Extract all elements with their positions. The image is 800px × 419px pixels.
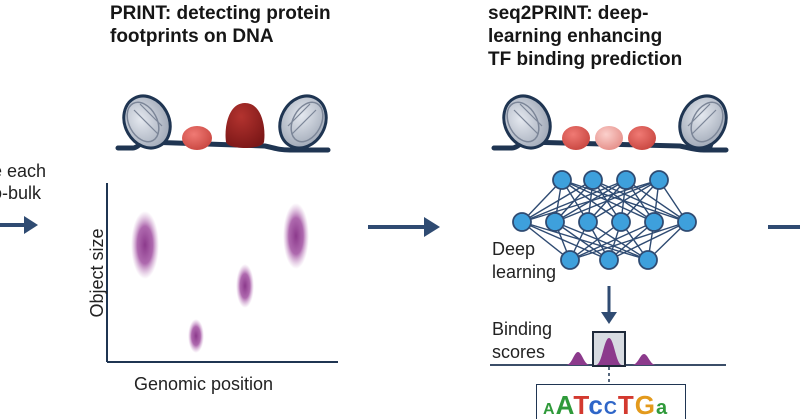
- network-node: [616, 170, 636, 190]
- seq2print-dna-illustration: [491, 94, 729, 153]
- tf-icon: [628, 126, 656, 150]
- network-node: [638, 250, 658, 270]
- tf-icon: [562, 126, 590, 150]
- footprint-blob: [236, 264, 254, 308]
- network-node: [578, 212, 598, 232]
- left-fragment-line2: o-bulk: [0, 183, 42, 203]
- print-title-line2: footprints on DNA: [110, 26, 274, 47]
- footprint-plot: [106, 183, 338, 363]
- y-axis-label: Object size: [87, 228, 107, 318]
- network-node: [583, 170, 603, 190]
- binding-label-line1: Binding: [492, 319, 553, 339]
- print-dna-illustration: [115, 94, 331, 153]
- print-title-line1: PRINT: detecting protein: [110, 3, 331, 24]
- binding-score-track: [490, 331, 726, 385]
- nucleosome-icon: [278, 94, 328, 150]
- x-axis-label: Genomic position: [134, 374, 274, 394]
- seq2print-title-line1: seq2PRINT: deep-: [488, 3, 649, 24]
- footprint-blob: [188, 319, 204, 353]
- deep-learning-label-line1: Deep: [492, 239, 536, 259]
- network-node: [512, 212, 532, 232]
- network-node: [644, 212, 664, 232]
- network-node: [599, 250, 619, 270]
- large-tf-icon: [225, 103, 265, 148]
- motif-sequence: AATcCTGa: [543, 390, 669, 419]
- footprint-blob: [283, 203, 309, 269]
- motif-logo: AATcCTGa: [536, 384, 686, 419]
- network-node: [649, 170, 669, 190]
- network-node: [560, 250, 580, 270]
- left-fragment-line1: e each: [0, 161, 47, 181]
- binding-label-line2: scores: [492, 342, 546, 362]
- network-node: [545, 212, 565, 232]
- nucleosome-icon: [678, 94, 728, 150]
- network-node: [552, 170, 572, 190]
- tf-icon: [595, 126, 623, 150]
- network-node: [611, 212, 631, 232]
- small-tf-icon: [182, 126, 212, 150]
- nucleosome-icon: [122, 94, 172, 150]
- left-arrow: [0, 216, 38, 234]
- seq2print-title-line2: learning enhancing: [488, 26, 663, 47]
- network-nodes: [512, 170, 697, 270]
- down-arrow: [601, 286, 617, 324]
- seq2print-title-line3: TF binding prediction: [488, 49, 683, 70]
- deep-learning-label-line2: learning: [492, 262, 557, 282]
- middle-arrow: [368, 217, 440, 237]
- nucleosome-icon: [502, 94, 552, 150]
- footprint-blob: [131, 211, 159, 279]
- neural-network: [512, 170, 697, 270]
- network-node: [677, 212, 697, 232]
